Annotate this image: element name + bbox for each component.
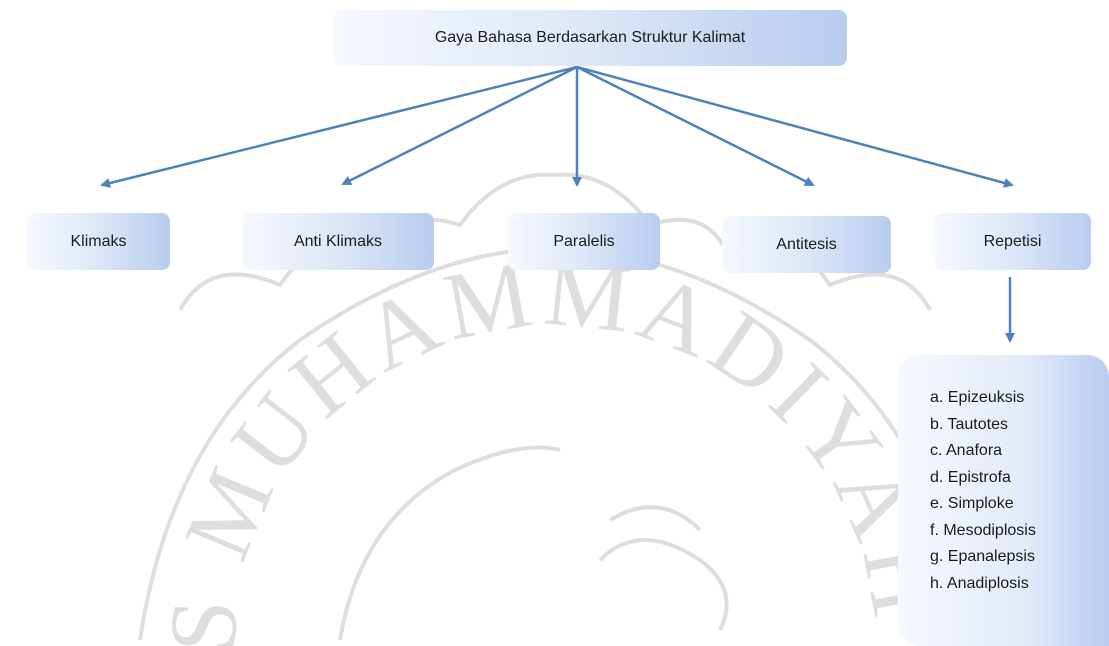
list-item: d. Epistrofa <box>930 468 1011 486</box>
node-repetisi: Repetisi <box>934 213 1091 270</box>
list-item: e. Simploke <box>930 495 1014 512</box>
arrow-to-anti-klimaks <box>341 65 578 186</box>
node-antitesis-label: Antitesis <box>776 235 837 253</box>
arrow-to-klimaks <box>100 65 578 188</box>
list-item: h. Anadiplosis <box>930 574 1029 592</box>
list-item: g. Epanalepsis <box>930 548 1035 565</box>
node-klimaks: Klimaks <box>27 213 170 270</box>
list-item: c. Anafora <box>930 442 1003 459</box>
node-paralelis: Paralelis <box>508 213 660 270</box>
arrow-to-antitesis <box>576 65 815 187</box>
node-anti-klimaks: Anti Klimaks <box>242 213 434 270</box>
root-node: Gaya Bahasa Berdasarkan Struktur Kalimat <box>333 10 847 66</box>
node-klimaks-label: Klimaks <box>70 232 127 250</box>
node-paralelis-label: Paralelis <box>553 232 615 250</box>
list-item: f. Mesodiplosis <box>930 521 1036 539</box>
node-repetisi-label: Repetisi <box>983 232 1042 250</box>
repetisi-list: a. Epizeuksis b. Tautotes c. Anafora d. … <box>930 385 1109 597</box>
node-antitesis: Antitesis <box>722 216 891 273</box>
list-item: a. Epizeuksis <box>930 389 1025 406</box>
node-anti-klimaks-label: Anti Klimaks <box>293 232 383 250</box>
arrow-to-repetisi <box>576 65 1014 188</box>
list-item: b. Tautotes <box>930 415 1008 433</box>
repetisi-list-box: a. Epizeuksis b. Tautotes c. Anafora d. … <box>898 355 1109 646</box>
root-node-label: Gaya Bahasa Berdasarkan Struktur Kalimat <box>434 29 746 46</box>
